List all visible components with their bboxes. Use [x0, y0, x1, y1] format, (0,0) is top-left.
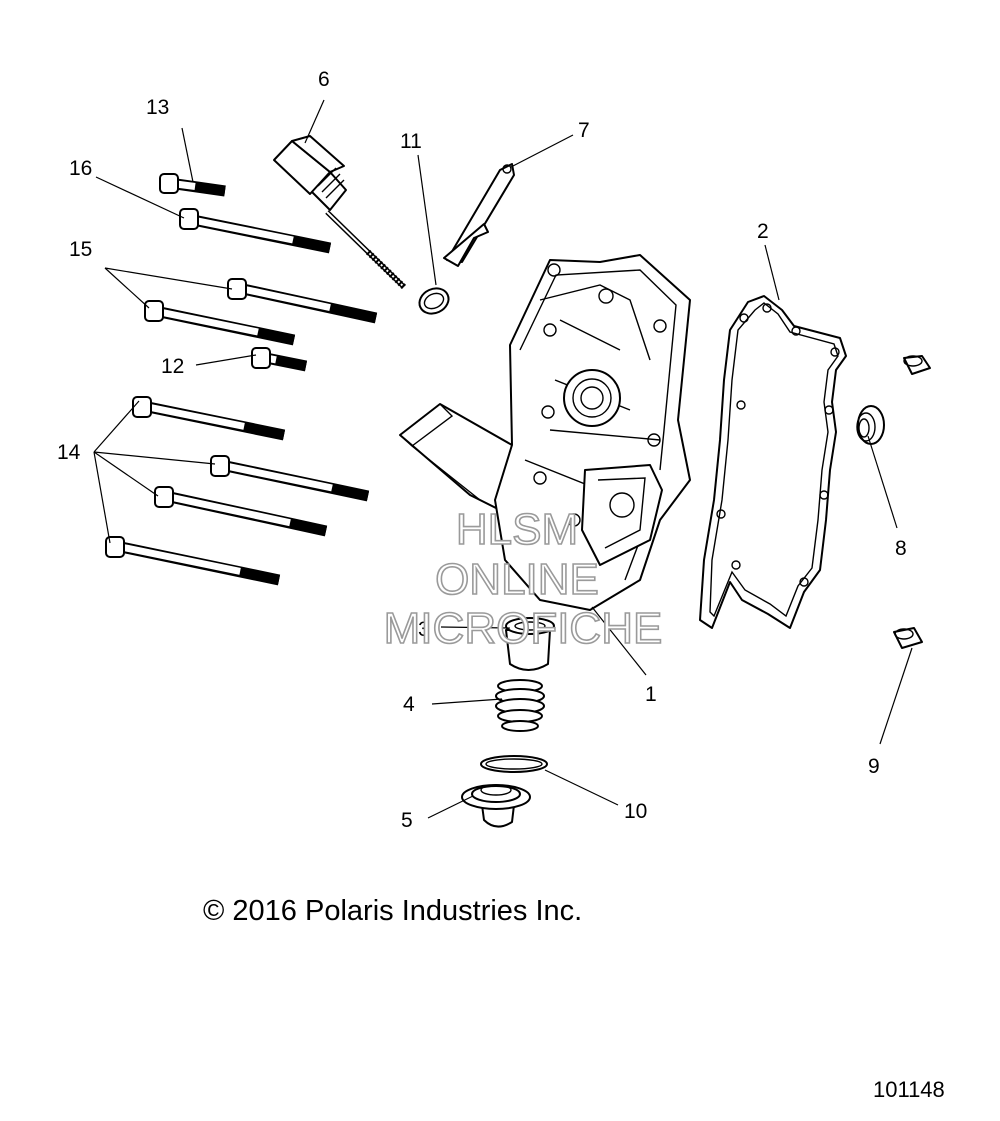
bolt-14-a: [132, 396, 286, 441]
watermark-line-3: MICROFICHE: [384, 604, 663, 653]
callout-14: 14: [57, 441, 81, 464]
callout-1: 1: [645, 683, 657, 706]
relief-valve-3: [505, 617, 555, 671]
callout-7: 7: [578, 119, 590, 142]
callout-10: 10: [624, 800, 647, 823]
diagram-id: 101148: [873, 1077, 945, 1102]
bolt-14-d: [105, 536, 281, 586]
dowel-pin-upper: [903, 355, 931, 375]
bolt-14-b: [210, 455, 370, 502]
oil-seal-8: [856, 405, 885, 445]
dipstick: [273, 135, 407, 290]
callout-12: 12: [161, 355, 184, 378]
copyright-notice: © 2016 Polaris Industries Inc.: [203, 895, 583, 927]
callout-9: 9: [868, 755, 880, 778]
crankcase-cover: [399, 254, 691, 611]
callout-8: 8: [895, 537, 907, 560]
callout-3: 3: [418, 618, 430, 641]
retaining-strap-7: [443, 163, 515, 267]
bolt-13: [159, 173, 226, 197]
callout-15: 15: [69, 238, 92, 261]
gasket: [699, 295, 847, 629]
callout-16: 16: [69, 157, 92, 180]
callout-labels: 1 2 3 4 5 6 7 8 9 10 11 12 13 14 15 16: [57, 68, 907, 832]
bolt-15-upper: [227, 278, 378, 324]
oring-11: [418, 287, 450, 315]
callout-4: 4: [403, 693, 415, 716]
spring-4: [495, 679, 545, 732]
drain-plug-5: [461, 784, 531, 828]
callout-6: 6: [318, 68, 330, 91]
callout-11: 11: [400, 130, 422, 153]
watermark-line-2: ONLINE: [435, 555, 599, 604]
bolt-16: [179, 208, 332, 254]
bolt-12: [251, 347, 308, 372]
watermark-line-1: HLSM: [456, 505, 578, 554]
leader-lines: [93, 99, 913, 819]
watermark: HLSM ONLINE MICROFICHE: [383, 504, 663, 654]
callout-2: 2: [757, 220, 769, 243]
oring-10: [480, 755, 548, 773]
bolt-15-lower: [144, 300, 296, 346]
dowel-pin-9: [893, 627, 923, 649]
callout-5: 5: [401, 809, 413, 832]
callout-13: 13: [146, 96, 169, 119]
bolt-14-c: [154, 486, 328, 537]
